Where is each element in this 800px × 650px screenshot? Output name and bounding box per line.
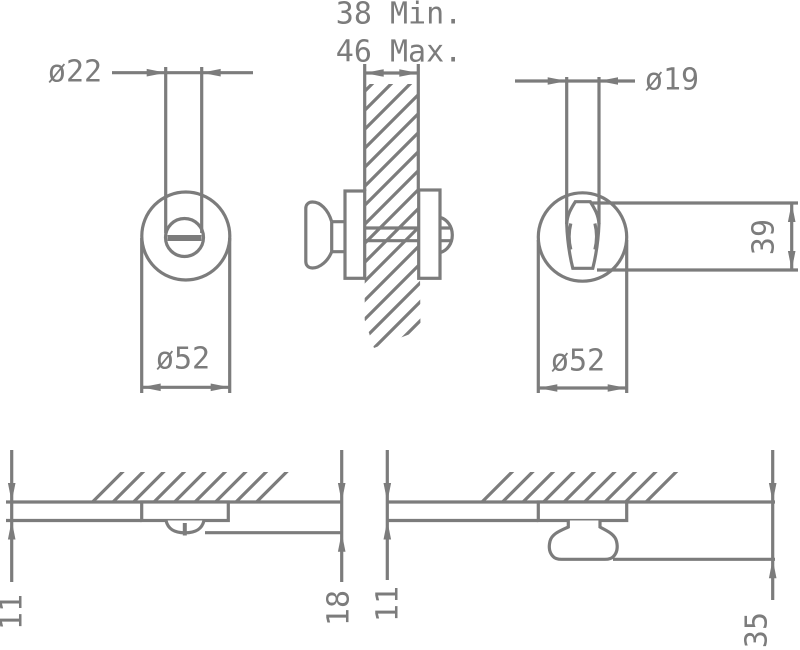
door-hatching <box>364 84 421 348</box>
arrowhead <box>768 559 777 579</box>
dimension-label-turn-grip-length: 39 <box>747 219 782 255</box>
extension-lines <box>592 201 798 272</box>
arrowhead <box>787 251 796 270</box>
arrowhead <box>399 69 419 77</box>
dimension-release-total-projection: 18 <box>322 450 357 626</box>
rose-plate-side <box>140 500 230 523</box>
dimension-label-door-thickness-min: 38 Min. <box>336 0 462 32</box>
dimension-slot-button-diameter: ø22 <box>48 55 253 233</box>
rose-plate-left-section <box>343 189 367 280</box>
dimension-rose-projection-left: 11 <box>0 450 30 630</box>
dimension-turn-total-projection: 35 <box>740 450 777 648</box>
arrowhead <box>383 520 392 540</box>
turn-grip-front <box>565 200 601 270</box>
door-surface-hatching <box>473 472 686 502</box>
dimension-rose-diameter-left: ø52 <box>140 238 232 393</box>
dimension-label-rose-diameter-right: ø52 <box>551 344 605 379</box>
release-button-dome-section <box>439 215 454 255</box>
front-view-release-side: ø22 ø52 <box>48 55 253 393</box>
extension-lines <box>565 77 601 224</box>
dimension-label-turn-knob-diameter: ø19 <box>645 63 699 98</box>
dimension-turn-knob-diameter: ø19 <box>515 63 699 224</box>
dimension-label-turn-total-projection: 35 <box>740 612 775 648</box>
turn-knob-side <box>547 520 619 561</box>
spindle-lines <box>364 226 419 243</box>
knob-base-arc-left <box>567 223 573 250</box>
knob-neck-lines <box>330 220 345 254</box>
arrowhead <box>768 483 777 502</box>
turn-knob-profile <box>304 200 334 270</box>
release-button-circle <box>163 216 206 259</box>
release-button-slot-lines <box>440 226 451 243</box>
dimension-rose-diameter-right: ø52 <box>536 240 629 393</box>
arrowhead <box>337 532 346 552</box>
rose-plate-right-section <box>417 188 442 280</box>
arrowhead <box>547 77 567 85</box>
arrowhead <box>607 384 627 392</box>
arrowhead <box>201 68 221 77</box>
arrowhead <box>383 483 392 502</box>
dimension-turn-grip-length: 39 <box>592 201 798 272</box>
dimension-label-release-total-projection: 18 <box>322 590 357 626</box>
arrowhead <box>7 483 16 502</box>
rose-outline-circle <box>140 190 232 282</box>
arrowhead <box>141 383 161 392</box>
dimension-rose-projection-right: 11 <box>371 450 406 622</box>
front-view-turn-side: ø19 39 ø52 <box>515 63 798 393</box>
arrowhead <box>210 383 230 392</box>
arrowhead <box>599 77 618 85</box>
rose-outline-circle <box>536 191 629 283</box>
door-section-view: 38 Min. 46 Max. <box>304 0 462 348</box>
knob-base-arc-right <box>593 223 599 250</box>
dimension-label-rose-projection-left: 11 <box>0 594 30 630</box>
arrowhead <box>337 483 346 502</box>
extension-lines <box>536 240 629 393</box>
arrowhead <box>538 384 558 392</box>
rose-plate-side <box>536 500 629 523</box>
side-view-release-side: 11 18 <box>0 450 357 630</box>
side-view-turn-side: 11 35 <box>371 450 777 648</box>
dimension-label-rose-diameter-left: ø52 <box>156 342 210 377</box>
arrowhead <box>364 69 384 77</box>
arrowhead <box>146 68 166 77</box>
extension-lines <box>140 238 232 393</box>
arrowhead <box>7 520 16 540</box>
arrowhead <box>787 203 796 222</box>
door-face-lines <box>363 64 420 191</box>
dimension-door-thickness: 38 Min. 46 Max. <box>336 0 462 77</box>
dimension-label-rose-projection-right: 11 <box>371 586 406 622</box>
dimension-label-slot-button-diameter: ø22 <box>48 55 102 90</box>
extension-lines <box>164 67 204 233</box>
dimension-label-door-thickness-max: 46 Max. <box>336 35 462 70</box>
door-surface-hatching <box>80 472 300 502</box>
